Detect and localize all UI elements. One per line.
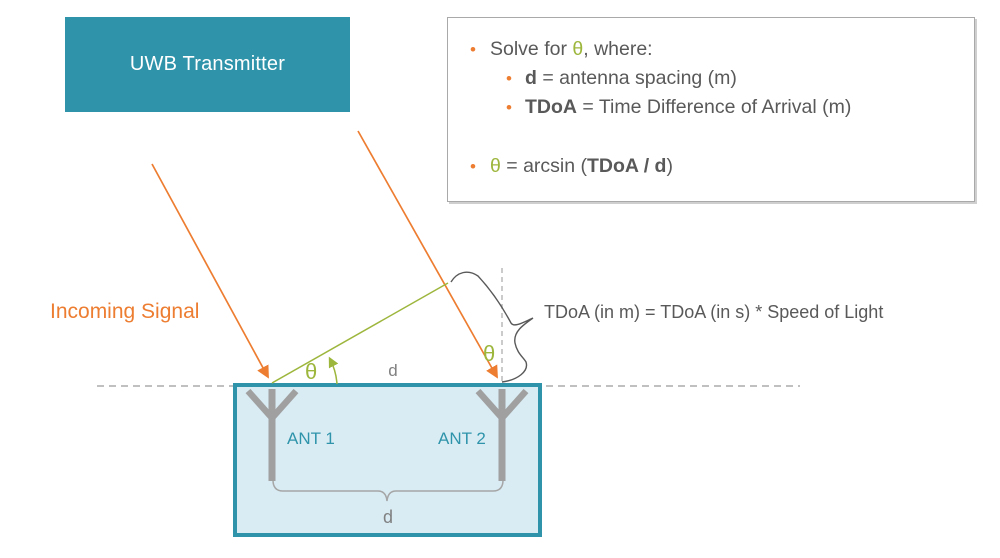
formula-line-d-definition: • d = antenna spacing (m) <box>448 64 974 93</box>
incoming-signal-label: Incoming Signal <box>50 300 200 323</box>
bullet-icon: • <box>470 40 476 59</box>
formula-line-arcsin: • θ = arcsin (TDoA / d) <box>448 152 974 181</box>
theta-angle-label-left: θ <box>305 359 318 384</box>
theta-angle-label-right: θ <box>483 341 496 366</box>
arcsin-eq-text: = arcsin ( <box>500 155 588 177</box>
solve-post-text: , where: <box>583 38 653 60</box>
uwb-transmitter-box: UWB Transmitter <box>65 17 350 112</box>
spacing-label-bottom: d <box>382 507 393 527</box>
bullet-icon: • <box>506 98 512 117</box>
bullet-icon: • <box>506 69 512 88</box>
arcsin-close-paren: ) <box>666 155 673 177</box>
tdoa-conversion-note: TDoA (in m) = TDoA (in s) * Speed of Lig… <box>544 302 884 322</box>
bullet-icon: • <box>470 157 476 176</box>
angle-arc-arrow <box>328 356 339 385</box>
solve-pre-text: Solve for <box>490 38 573 60</box>
d-term: d <box>525 67 537 89</box>
formula-line-tdoa-definition: • TDoA = Time Difference of Arrival (m) <box>448 93 974 122</box>
uwb-transmitter-label: UWB Transmitter <box>129 53 286 75</box>
formula-box: •Solve for θ, where: •d = antenna spacin… <box>447 17 975 202</box>
antenna-1-label: ANT 1 <box>287 429 335 448</box>
d-definition: = antenna spacing (m) <box>536 67 737 89</box>
antenna-2-label: ANT 2 <box>438 429 486 448</box>
tdoa-term: TDoA <box>525 96 577 118</box>
spacing-label-top: d <box>388 361 398 380</box>
wavefront-line <box>271 282 449 384</box>
tdoa-definition: = Time Difference of Arrival (m) <box>577 96 852 118</box>
arcsin-expression: TDoA / d <box>587 155 667 177</box>
incoming-ray-arrow-1 <box>151 163 269 379</box>
theta-symbol: θ <box>490 155 501 177</box>
theta-symbol: θ <box>572 38 584 60</box>
formula-line-solve: • Solve for θ, where: <box>448 35 974 64</box>
